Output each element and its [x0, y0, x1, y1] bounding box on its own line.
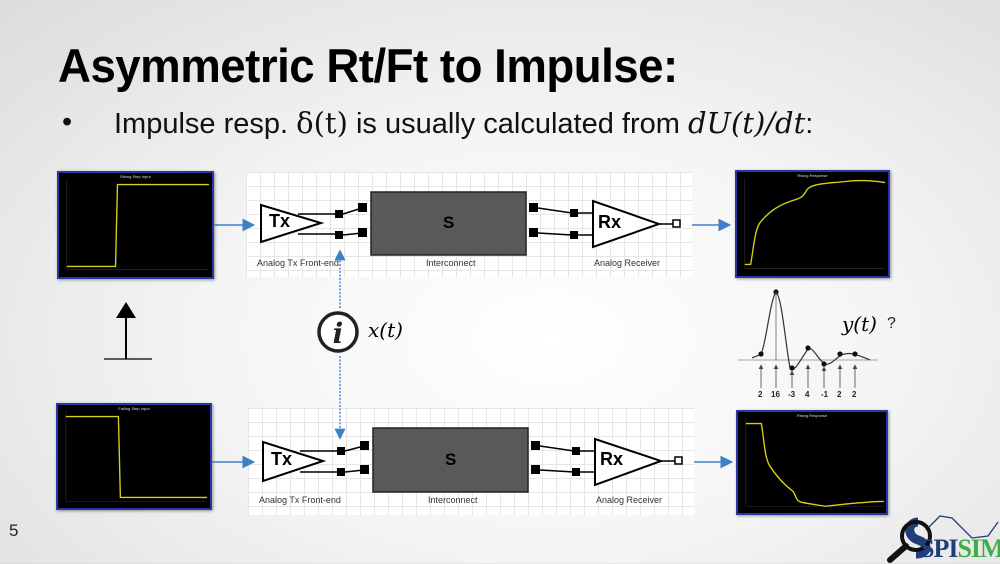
cursor-value: 4	[805, 390, 810, 399]
logo-wave	[925, 515, 999, 539]
output-port	[672, 219, 681, 228]
channel-caption: Interconnect	[426, 258, 476, 268]
interconnect-block	[370, 191, 527, 256]
cursor-value: 2	[837, 390, 842, 399]
plot-title: Rising Response	[796, 413, 828, 418]
tx-driver-shape	[260, 203, 325, 244]
cursor-value: 2	[758, 390, 763, 399]
plot-area	[745, 417, 885, 507]
cursor-value: 2	[852, 390, 857, 399]
tx-driver-shape	[262, 440, 327, 483]
cursor-value: 16	[771, 390, 780, 399]
trace-line	[744, 179, 886, 266]
rising-response-plot: Rising Response	[735, 170, 890, 278]
info-glyph: i	[333, 317, 344, 350]
pulse-response-graphic	[738, 289, 878, 388]
rx-receiver-shape	[592, 199, 663, 249]
slide-title: Asymmetric Rt/Ft to Impulse:	[58, 39, 678, 92]
rx-label: Rx	[600, 449, 624, 469]
top-signal-chain-diagram: Tx S Rx Analog Tx Front-end Interconnect…	[246, 172, 692, 277]
slide-number: 5	[9, 521, 19, 540]
plot-title: Rising Response	[797, 173, 828, 178]
channel-label: S	[445, 450, 457, 469]
chain-shapes	[260, 191, 681, 256]
bullet-dot: •	[62, 106, 73, 138]
tx-label: Tx	[269, 211, 291, 231]
chain-shapes	[262, 427, 683, 493]
plot-title: Rising Step Input	[120, 174, 151, 179]
plot-area	[66, 178, 210, 270]
rx-label: Rx	[598, 212, 622, 232]
logo-text: SPISIM	[920, 534, 1000, 564]
interconnect-block	[372, 427, 529, 493]
question-mark: ?	[887, 315, 896, 332]
output-port	[674, 456, 683, 465]
trace-line	[745, 422, 885, 507]
trace-line	[65, 415, 208, 499]
derivative-expression: dU(t)/dt	[687, 106, 806, 140]
cursor-value: -1	[821, 390, 829, 399]
impulse-symbol-graphic	[104, 302, 152, 360]
plot-title: Falling Step Input	[118, 406, 150, 411]
impulse-symbol: δ(t)	[296, 106, 348, 140]
falling-step-input-plot: Falling Step Input	[56, 403, 212, 510]
tx-label: Tx	[271, 449, 293, 469]
rx-caption: Analog Receiver	[596, 495, 663, 505]
falling-response-plot: Rising Response	[736, 410, 888, 515]
magnifier-icon	[900, 520, 932, 552]
output-signal-label: y(t)	[842, 312, 877, 336]
bullet-text: Impulse resp. δ(t) is usually calculated…	[114, 106, 813, 141]
plot-area	[65, 410, 208, 502]
logo-s-shape	[905, 517, 931, 559]
tx-caption: Analog Tx Front-end	[259, 495, 341, 505]
rx-receiver-shape	[594, 437, 665, 487]
plot-area	[744, 177, 886, 269]
channel-caption: Interconnect	[428, 495, 478, 505]
input-signal-label: x(t)	[368, 318, 403, 342]
logo-text-sim: SIM	[957, 534, 1000, 563]
spisim-logo	[887, 515, 999, 563]
channel-label: S	[443, 213, 455, 232]
logo-text-spi: SPI	[920, 534, 958, 563]
rising-step-input-plot: Rising Step Input	[57, 171, 214, 279]
bullet-text-part: :	[805, 108, 814, 140]
bullet-text-part: Impulse resp.	[114, 108, 297, 140]
tx-caption: Analog Tx Front-end	[257, 258, 339, 268]
cursor-value: -3	[788, 390, 796, 399]
info-icon: i	[316, 310, 360, 354]
bullet-text-part: is usually calculated from	[347, 108, 688, 140]
rx-caption: Analog Receiver	[594, 258, 661, 268]
bottom-signal-chain-diagram: Tx S Rx Analog Tx Front-end Interconnect…	[248, 408, 694, 515]
trace-line	[66, 183, 210, 268]
